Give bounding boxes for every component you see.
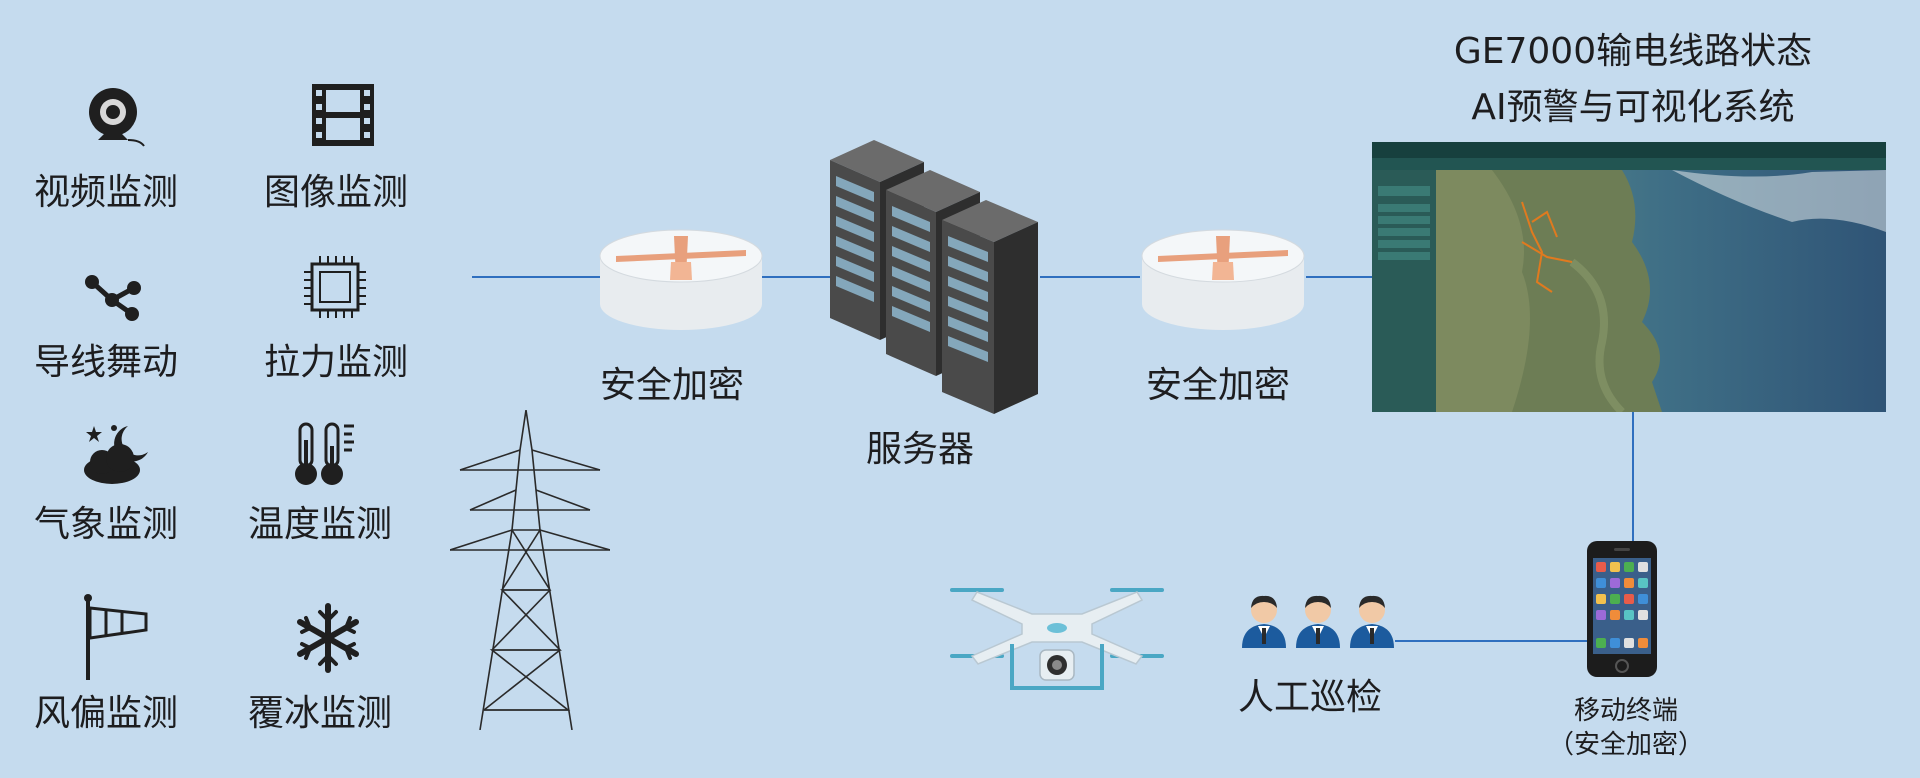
webcam-icon (89, 88, 145, 147)
drone-icon (950, 588, 1164, 690)
monitor-weather-label: 气象监测 (34, 504, 179, 545)
monitor-windage-label: 风偏监测 (34, 693, 179, 734)
link-line-sensors-to-encrypt (472, 276, 602, 278)
system-map-screenshot (1372, 142, 1886, 412)
link-line-server-to-encrypt (1040, 276, 1140, 278)
patrol-staff-icon (1242, 595, 1394, 648)
night-weather-icon (84, 425, 148, 484)
monitor-tension-label: 拉力监测 (264, 342, 409, 383)
server-label: 服务器 (866, 429, 975, 470)
manual-patrol-label: 人工巡检 (1238, 677, 1383, 718)
encrypt-right-label: 安全加密 (1146, 365, 1291, 406)
monitor-icing-label: 覆冰监测 (248, 693, 393, 734)
system-title-line2: AI预警与可视化系统 (1471, 87, 1795, 128)
link-line-patrol-to-mobile (1395, 640, 1587, 642)
monitor-video-label: 视频监测 (34, 172, 179, 213)
film-strip-icon (312, 84, 374, 146)
link-line-encrypt-to-server (756, 276, 836, 278)
thermometer-icon (295, 422, 354, 485)
windsock-icon (84, 594, 148, 680)
server-rack-icon (830, 140, 1038, 414)
snowflake-icon (297, 603, 359, 673)
monitor-temperature-label: 温度监测 (248, 504, 393, 545)
monitor-galloping-label: 导线舞动 (34, 342, 179, 383)
mobile-terminal-label: 移动终端 (1573, 696, 1678, 726)
monitor-image-label: 图像监测 (264, 172, 409, 213)
link-line-screen-to-mobile (1632, 412, 1634, 542)
link-line-encrypt-to-screen (1306, 276, 1372, 278)
encryption-device-icon (599, 229, 763, 330)
system-title-line1: GE7000输电线路状态 (1453, 31, 1813, 72)
mobile-encrypt-note: （安全加密） (1547, 730, 1704, 760)
chip-icon (304, 256, 366, 318)
transmission-tower-icon (450, 410, 610, 730)
encrypt-left-label: 安全加密 (600, 365, 745, 406)
smartphone-icon (1587, 541, 1657, 677)
encryption-device-icon (1141, 229, 1305, 330)
share-nodes-icon (85, 275, 141, 321)
